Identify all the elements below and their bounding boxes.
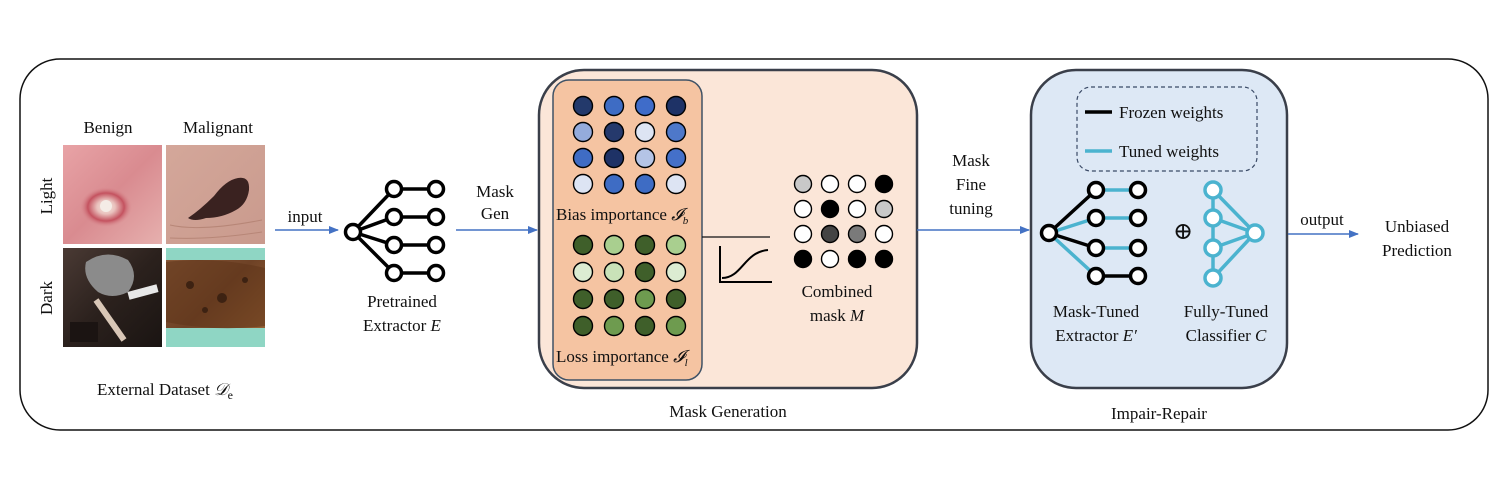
combined-mask-dot bbox=[874, 224, 894, 244]
outer-frame bbox=[19, 58, 1489, 431]
bias-importance-dot bbox=[634, 173, 656, 195]
row-label-light: Light bbox=[37, 177, 56, 214]
image-dark-malignant bbox=[166, 248, 265, 347]
result-label-1: Unbiased bbox=[1385, 217, 1450, 236]
combined-mask-label-1: Combined bbox=[802, 282, 873, 301]
arrow-label-input: input bbox=[288, 207, 323, 226]
loss-importance-dot bbox=[665, 261, 687, 283]
combined-mask-dot bbox=[793, 174, 813, 194]
result-label-2: Prediction bbox=[1382, 241, 1452, 260]
bias-importance-dot bbox=[665, 147, 687, 169]
extractor-label-line2: Extractor E bbox=[363, 316, 442, 335]
classifier-label-1: Fully-Tuned bbox=[1184, 302, 1269, 321]
combined-mask-dot bbox=[793, 249, 813, 269]
bias-importance-grid bbox=[572, 95, 687, 195]
mask-tuned-extractor bbox=[1039, 180, 1148, 286]
bias-importance-dot bbox=[603, 121, 625, 143]
arrow-label-mask-gen-1: Mask bbox=[476, 182, 514, 201]
bias-importance-dot bbox=[572, 147, 594, 169]
loss-importance-dot bbox=[572, 234, 594, 256]
bias-importance-dot bbox=[634, 121, 656, 143]
arrow-label-mask-ft-3: tuning bbox=[949, 199, 993, 218]
image-light-benign bbox=[63, 145, 162, 244]
image-light-malignant bbox=[166, 145, 265, 244]
oplus-symbol: ⊕ bbox=[1173, 219, 1193, 245]
loss-importance-dot bbox=[603, 315, 625, 337]
loss-importance-dot bbox=[634, 315, 656, 337]
combined-mask-dot bbox=[847, 224, 867, 244]
col-label-benign: Benign bbox=[83, 118, 133, 137]
combined-mask-dot bbox=[874, 199, 894, 219]
arrow-label-output: output bbox=[1300, 210, 1344, 229]
legend-tuned-label: Tuned weights bbox=[1119, 142, 1219, 161]
impair-repair-title: Impair-Repair bbox=[1111, 404, 1207, 423]
bias-importance-dot bbox=[665, 173, 687, 195]
combined-mask-dot bbox=[820, 249, 840, 269]
loss-importance-dot bbox=[572, 261, 594, 283]
bias-importance-dot bbox=[572, 95, 594, 117]
image-dark-benign bbox=[63, 248, 162, 347]
arrow-label-mask-gen-2: Gen bbox=[481, 204, 510, 223]
bias-importance-dot bbox=[665, 121, 687, 143]
pretrained-extractor bbox=[343, 179, 446, 283]
loss-importance-dot bbox=[634, 288, 656, 310]
dataset-caption: External Dataset 𝒟e bbox=[97, 380, 233, 402]
combined-mask-dot bbox=[847, 249, 867, 269]
combined-mask-dot bbox=[874, 249, 894, 269]
combined-mask-dot bbox=[847, 199, 867, 219]
arrow-label-mask-ft-1: Mask bbox=[952, 151, 990, 170]
arrow-label-mask-ft-2: Fine bbox=[956, 175, 986, 194]
combined-mask-dot bbox=[793, 224, 813, 244]
loss-importance-dot bbox=[634, 261, 656, 283]
loss-importance-label: Loss importance 𝓘l bbox=[556, 347, 690, 369]
legend-frozen-label: Frozen weights bbox=[1119, 103, 1223, 122]
bias-importance-dot bbox=[603, 173, 625, 195]
loss-importance-dot bbox=[572, 315, 594, 337]
bias-importance-dot bbox=[603, 147, 625, 169]
dataset-section: Benign Malignant Light Dark bbox=[37, 118, 265, 402]
loss-importance-dot bbox=[665, 234, 687, 256]
combined-mask-label-2: mask M bbox=[810, 306, 865, 325]
loss-importance-dot bbox=[665, 315, 687, 337]
bias-importance-dot bbox=[603, 95, 625, 117]
classifier-label-2: Classifier C bbox=[1186, 326, 1267, 345]
extractor-label-line1: Pretrained bbox=[367, 292, 437, 311]
combined-mask-dot bbox=[820, 199, 840, 219]
col-label-malignant: Malignant bbox=[183, 118, 253, 137]
mask-tuned-label-2: Extractor E′ bbox=[1055, 326, 1137, 345]
combined-mask-dot bbox=[820, 174, 840, 194]
loss-importance-dot bbox=[634, 234, 656, 256]
loss-importance-dot bbox=[603, 288, 625, 310]
combined-mask-grid bbox=[793, 174, 894, 269]
bias-importance-dot bbox=[634, 147, 656, 169]
weights-legend: Frozen weights Tuned weights bbox=[1076, 86, 1258, 172]
fully-tuned-classifier bbox=[1203, 180, 1265, 288]
bias-importance-dot bbox=[634, 95, 656, 117]
combined-mask-dot bbox=[847, 174, 867, 194]
bias-importance-dot bbox=[572, 121, 594, 143]
combined-mask-dot bbox=[793, 199, 813, 219]
loss-importance-dot bbox=[603, 234, 625, 256]
combined-mask-dot bbox=[820, 224, 840, 244]
loss-importance-dot bbox=[572, 288, 594, 310]
mask-generation-title: Mask Generation bbox=[669, 402, 787, 421]
loss-importance-grid bbox=[572, 234, 687, 337]
mask-tuned-label-1: Mask-Tuned bbox=[1053, 302, 1140, 321]
bias-importance-dot bbox=[665, 95, 687, 117]
bias-importance-label: Bias importance 𝓘b bbox=[556, 205, 689, 227]
sigmoid-icon bbox=[719, 246, 772, 283]
loss-importance-dot bbox=[603, 261, 625, 283]
loss-importance-dot bbox=[665, 288, 687, 310]
bias-importance-dot bbox=[572, 173, 594, 195]
row-label-dark: Dark bbox=[37, 281, 56, 315]
combined-mask-dot bbox=[874, 174, 894, 194]
